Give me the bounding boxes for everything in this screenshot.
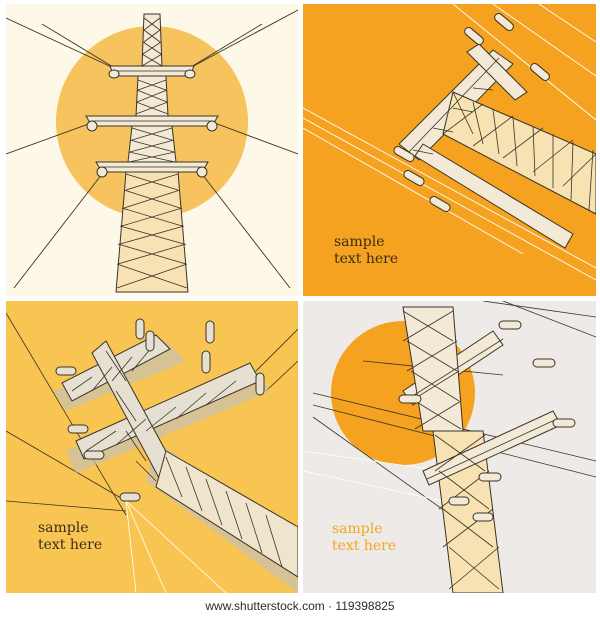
tower-angled-illustration	[303, 301, 596, 593]
panel-tower-angled-orange: sample text here	[303, 4, 596, 296]
tower-lattice	[71, 346, 283, 568]
tower-lattice	[92, 17, 212, 289]
power-lines	[6, 9, 298, 289]
tower-lattice	[402, 310, 558, 590]
caption-line-1: sample	[332, 521, 383, 537]
caption-line-2: text here	[38, 537, 103, 553]
caption-line-2: text here	[334, 251, 399, 267]
panel-tower-angled-yellow: sample text here	[6, 301, 298, 593]
sample-text-caption: sample text here	[334, 234, 398, 268]
tower-lattice	[406, 57, 596, 211]
insulators	[393, 13, 550, 212]
tower-front-illustration	[6, 4, 298, 296]
power-lines	[303, 4, 596, 281]
watermark-text: www.shutterstock.com · 119398825	[205, 599, 395, 613]
tower-angled-illustration	[6, 301, 298, 593]
sample-text-caption: sample text here	[38, 520, 102, 554]
power-lines	[6, 312, 298, 516]
caption-line-1: sample	[38, 520, 89, 536]
caption-line-1: sample	[334, 234, 385, 250]
sample-text-caption: sample text here	[332, 521, 396, 555]
insulators	[55, 318, 265, 502]
power-lines-white	[125, 500, 227, 593]
power-lines-white	[303, 450, 444, 502]
panel-tower-angled-sun: sample text here	[303, 301, 596, 593]
panel-tower-front-view	[6, 4, 298, 296]
tower-angled-illustration	[303, 4, 596, 296]
insulators	[398, 320, 576, 522]
caption-line-2: text here	[332, 538, 397, 554]
insulators	[86, 69, 218, 178]
